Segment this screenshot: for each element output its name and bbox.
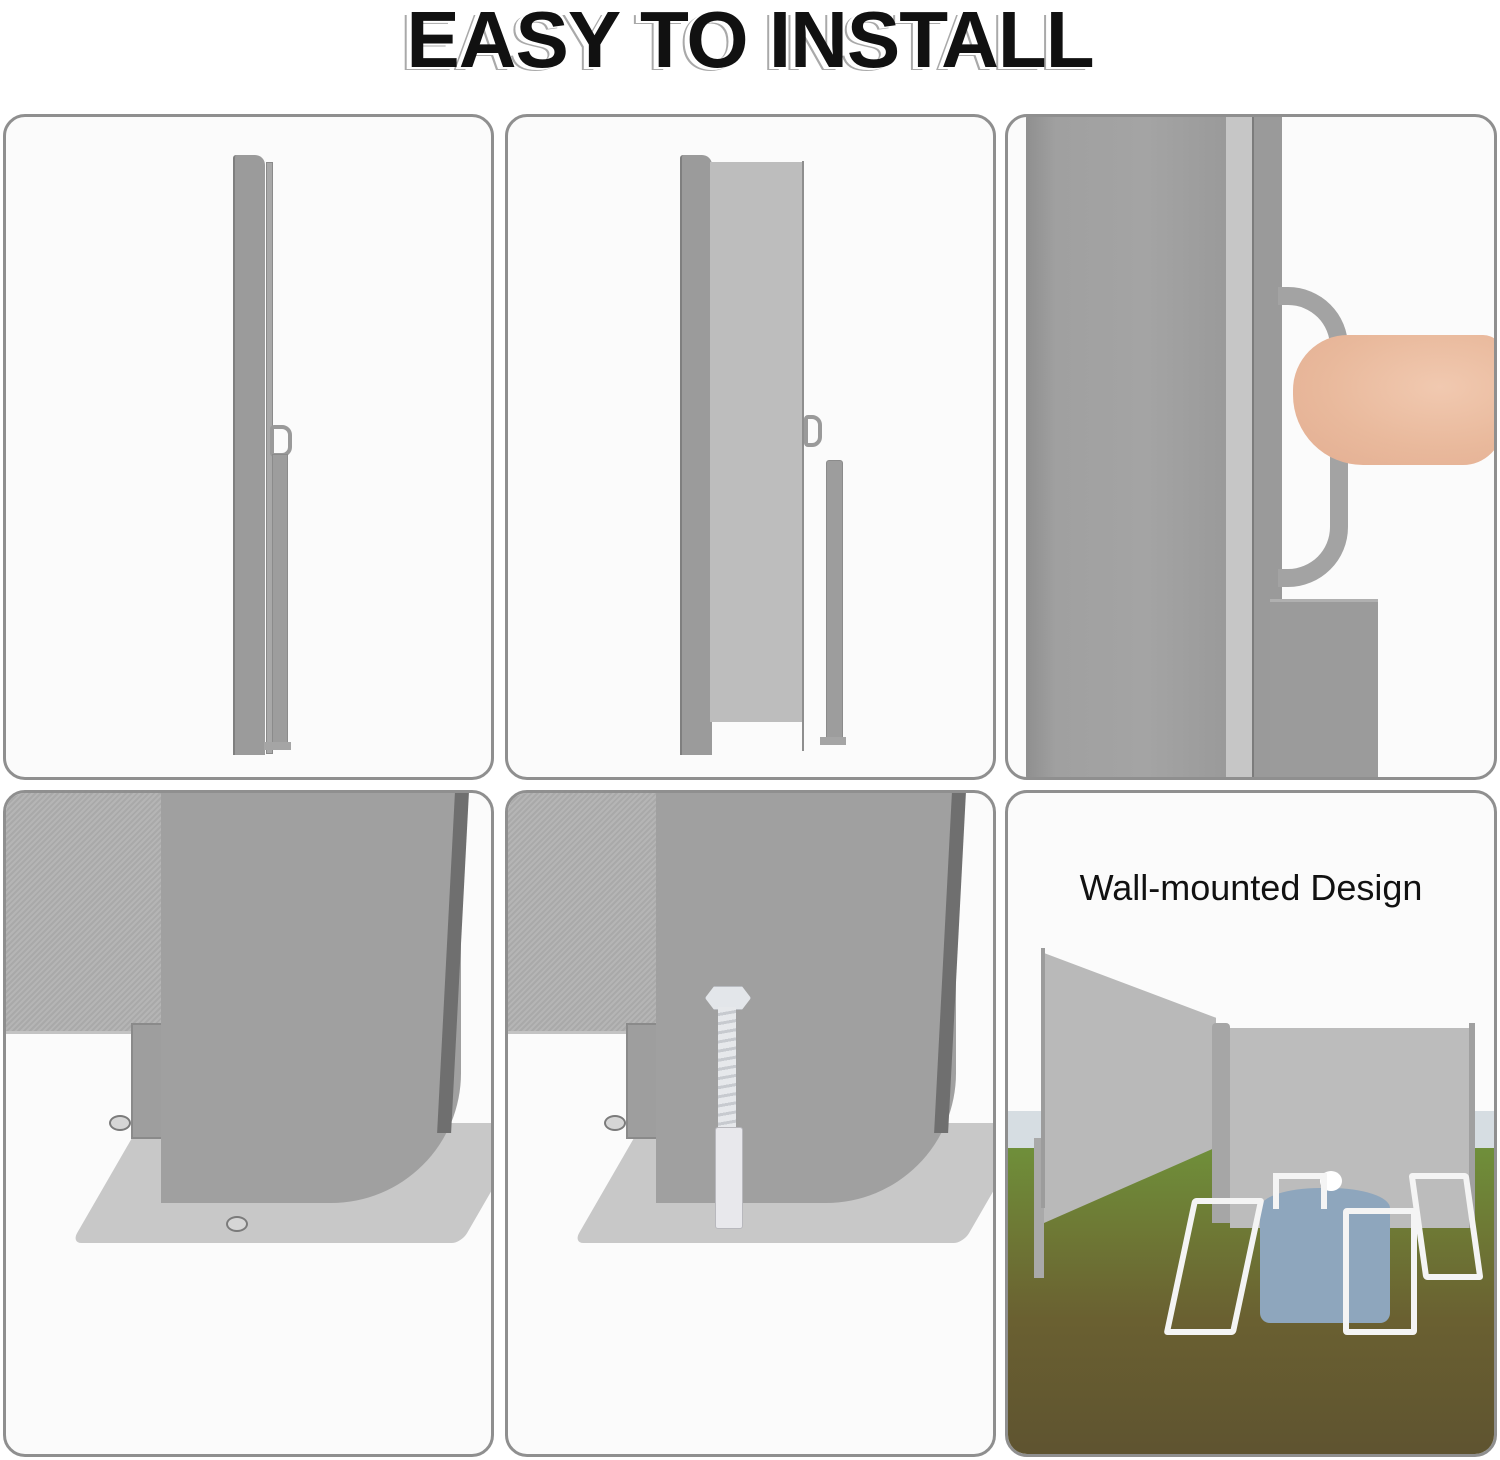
wall-plug-icon [715, 1127, 743, 1229]
screw-icon [109, 1115, 131, 1131]
bolt-shaft-icon [718, 1007, 736, 1127]
support-post [826, 460, 843, 742]
post-base [264, 742, 291, 750]
panel-base-plate [3, 790, 494, 1457]
chair-icon [1273, 1173, 1327, 1209]
cassette-housing [1026, 117, 1226, 777]
bolt-head-icon [705, 986, 751, 1010]
post-base [820, 737, 846, 745]
handle-icon [804, 415, 822, 447]
support-post [272, 454, 288, 746]
panel-anchor-bolt [505, 790, 996, 1457]
cassette-housing [656, 793, 956, 1203]
post-cap [1270, 599, 1378, 777]
panel-wall-mounted-scene: Wall-mounted Design [1005, 790, 1497, 1457]
panel-extended-screen [505, 114, 996, 780]
fabric-edge [1226, 117, 1252, 777]
handle-icon [270, 425, 292, 457]
center-cassette [1212, 1023, 1230, 1223]
cassette-housing [161, 793, 461, 1203]
fabric-screen [710, 162, 802, 722]
page-title: EASY TO INSTALL [406, 0, 1094, 84]
left-post [1034, 1138, 1044, 1278]
hand-image [1293, 335, 1494, 465]
right-post [1469, 1023, 1475, 1228]
chair-icon [1343, 1208, 1417, 1335]
panel-caption: Wall-mounted Design [1079, 867, 1423, 908]
fabric-texture [6, 793, 166, 1034]
cassette-housing [233, 155, 265, 755]
screw-icon [226, 1216, 248, 1232]
panel-retracted-screen [3, 114, 494, 780]
cassette-housing [680, 155, 712, 755]
screw-icon [604, 1115, 626, 1131]
panel-hand-pulling-handle [1005, 114, 1497, 780]
pull-bar [802, 161, 804, 751]
left-pull-bar [1041, 948, 1045, 1208]
fabric-texture [508, 793, 658, 1034]
